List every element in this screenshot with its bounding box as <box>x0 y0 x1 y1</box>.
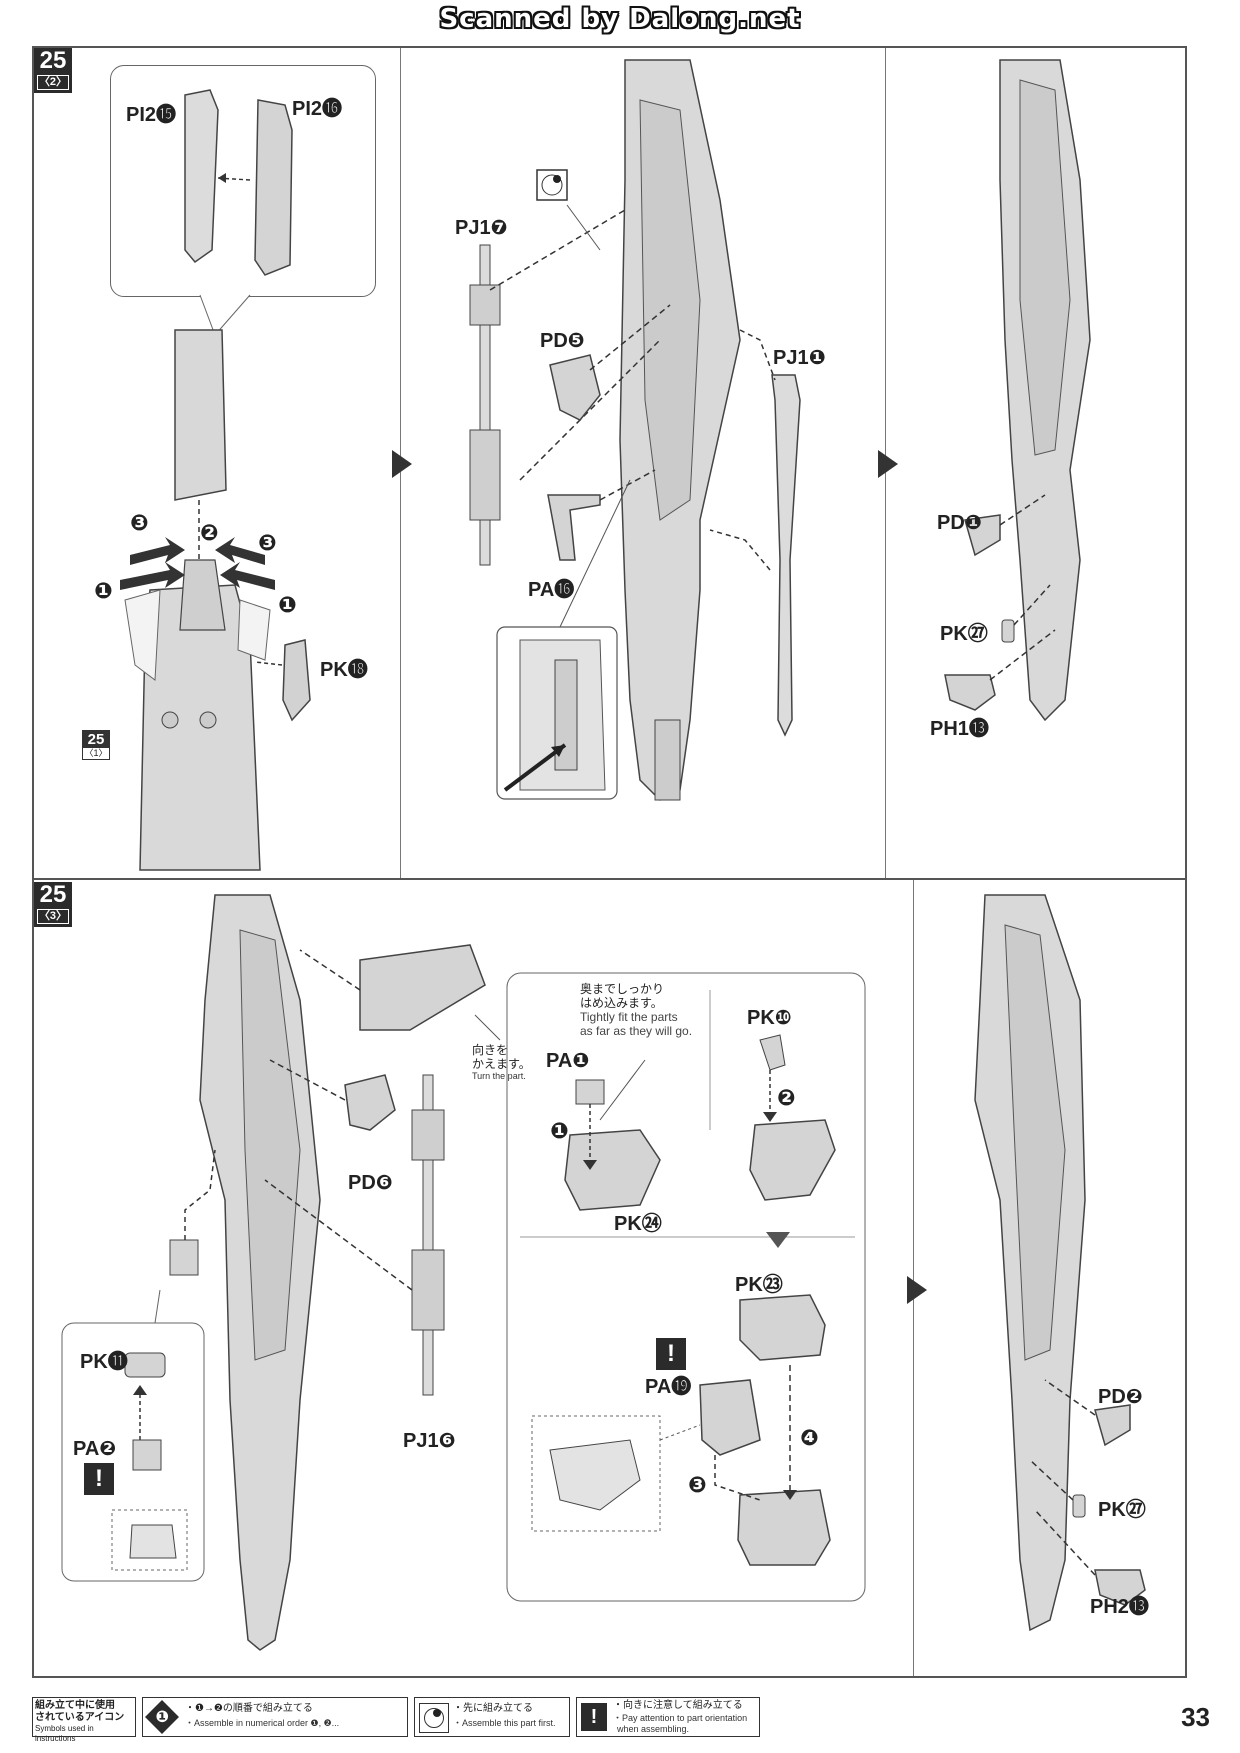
watermark: Scanned by Dalong.net <box>439 4 801 34</box>
label-pi2-16: PI2⓰ <box>292 98 343 120</box>
legend-attention-en-1: ・Pay attention to part orientation <box>613 1713 748 1723</box>
label-pd2: PD❷ <box>1098 1386 1143 1408</box>
label-pd6: PD❻ <box>348 1172 393 1194</box>
order-1-left: ❶ <box>94 578 113 603</box>
order-3-right: ❸ <box>258 530 277 555</box>
legend-order-en: ・Assemble in numerical order ❶, ❷... <box>185 1718 340 1728</box>
flow-arrow-1 <box>392 450 412 478</box>
label-pj1-6: PJ1❻ <box>403 1430 456 1452</box>
turn-note-jp-1: 向きを <box>472 1043 509 1057</box>
assemble-first-icon <box>419 1703 449 1733</box>
order-3-left: ❸ <box>130 510 149 535</box>
legend-first-en: ・Assemble this part first. <box>453 1718 556 1728</box>
fit-parts-note: 奥までしっかり はめ込みます。 Tightly fit the parts as… <box>580 982 692 1038</box>
step-number: 25 <box>39 47 67 74</box>
step-sub: 〈2〉 <box>37 75 69 90</box>
legend-title: 組み立て中に使用 されているアイコン Symbols used in instr… <box>32 1697 136 1743</box>
label-pj1-1: PJ1❶ <box>773 347 826 369</box>
order-icon: ❶ <box>145 1700 179 1734</box>
label-pk11: PK⓫ <box>80 1351 128 1373</box>
page-number: 33 <box>1181 1702 1210 1732</box>
ref-number: 25 <box>83 731 109 748</box>
label-pa16: PA⓰ <box>528 579 575 601</box>
label-pk10: PK❿ <box>747 1007 792 1029</box>
label-pk27-bottom: PK㉗ <box>1098 1499 1146 1521</box>
legend-jp-1: 組み立て中に使用 <box>35 1700 115 1711</box>
label-pk18: PK⓲ <box>320 659 368 681</box>
label-ph2-13: PH2⓭ <box>1090 1596 1149 1618</box>
label-pa1: PA❶ <box>546 1050 590 1072</box>
label-pj1-7: PJ1❼ <box>455 217 508 239</box>
legend-jp-2: されているアイコン <box>35 1712 125 1723</box>
attention-icon-glyph: ! <box>590 1706 598 1728</box>
legend-first-jp: ・先に組み立てる <box>453 1703 533 1714</box>
legend-first: ・先に組み立てる ・Assemble this part first. <box>414 1697 570 1737</box>
label-pk27: PK㉗ <box>940 623 988 645</box>
section-divider <box>32 878 1187 880</box>
flow-arrow-2 <box>878 450 898 478</box>
label-pi2-15: PI2⓯ <box>126 104 177 126</box>
label-pa2: PA❷ <box>73 1438 117 1460</box>
fit-note-jp-1: 奥までしっかり <box>580 982 665 996</box>
order-3-bottom: ❸ <box>688 1472 707 1497</box>
flow-arrow-down <box>766 1232 790 1248</box>
order-2: ❷ <box>200 520 219 545</box>
legend-en: Symbols used in instructions <box>35 1724 94 1743</box>
step-number: 25 <box>39 881 67 908</box>
step-badge-top: 25 〈2〉 <box>34 48 72 93</box>
attention-icon: ! <box>656 1338 686 1370</box>
order-2-bottom: ❷ <box>777 1085 796 1110</box>
attention-icon: ! <box>581 1703 607 1731</box>
reference-badge: 25 〈1〉 <box>82 730 110 760</box>
legend-order: ❶ ・❶→❷の順番で組み立てる ・Assemble in numerical o… <box>142 1697 408 1737</box>
label-pk24: PK㉔ <box>614 1213 662 1235</box>
label-pd5: PD❺ <box>540 330 585 352</box>
order-icon-glyph: ❶ <box>155 1708 169 1726</box>
detail-callout-pi2 <box>110 65 376 297</box>
attention-icon-glyph: ! <box>95 1465 103 1492</box>
step-sub: 〈3〉 <box>37 909 69 924</box>
fit-note-jp-2: はめ込みます。 <box>580 996 663 1010</box>
label-ph1-13: PH1⓭ <box>930 718 989 740</box>
icon-legend: 組み立て中に使用 されているアイコン Symbols used in instr… <box>32 1697 760 1743</box>
fit-note-en-1: Tightly fit the parts <box>580 1010 678 1024</box>
attention-icon-glyph: ! <box>667 1340 675 1367</box>
turn-part-note: 向きを かえます。 Turn the part. <box>472 1043 531 1082</box>
legend-attention-jp: ・向きに注意して組み立てる <box>613 1700 743 1711</box>
order-1-bottom: ❶ <box>550 1118 569 1143</box>
page-frame <box>32 46 1187 1678</box>
order-1-right: ❶ <box>278 592 297 617</box>
flow-arrow-3 <box>907 1276 927 1304</box>
turn-note-en: Turn the part. <box>472 1071 526 1081</box>
ref-sub: 〈1〉 <box>84 748 108 758</box>
legend-order-jp: ・❶→❷の順番で組み立てる <box>185 1703 313 1714</box>
attention-icon: ! <box>84 1463 114 1495</box>
label-pk23: PK㉓ <box>735 1274 783 1296</box>
fit-note-en-2: as far as they will go. <box>580 1024 693 1038</box>
label-pa19: PA⓳ <box>645 1376 692 1398</box>
turn-note-jp-2: かえます。 <box>472 1057 531 1071</box>
step-badge-bottom: 25 〈3〉 <box>34 882 72 927</box>
label-pd1: PD❶ <box>937 512 982 534</box>
order-4-bottom: ❹ <box>800 1425 819 1450</box>
legend-attention: ! ・向きに注意して組み立てる ・Pay attention to part o… <box>576 1697 760 1737</box>
legend-attention-en-2: when assembling. <box>617 1724 690 1734</box>
